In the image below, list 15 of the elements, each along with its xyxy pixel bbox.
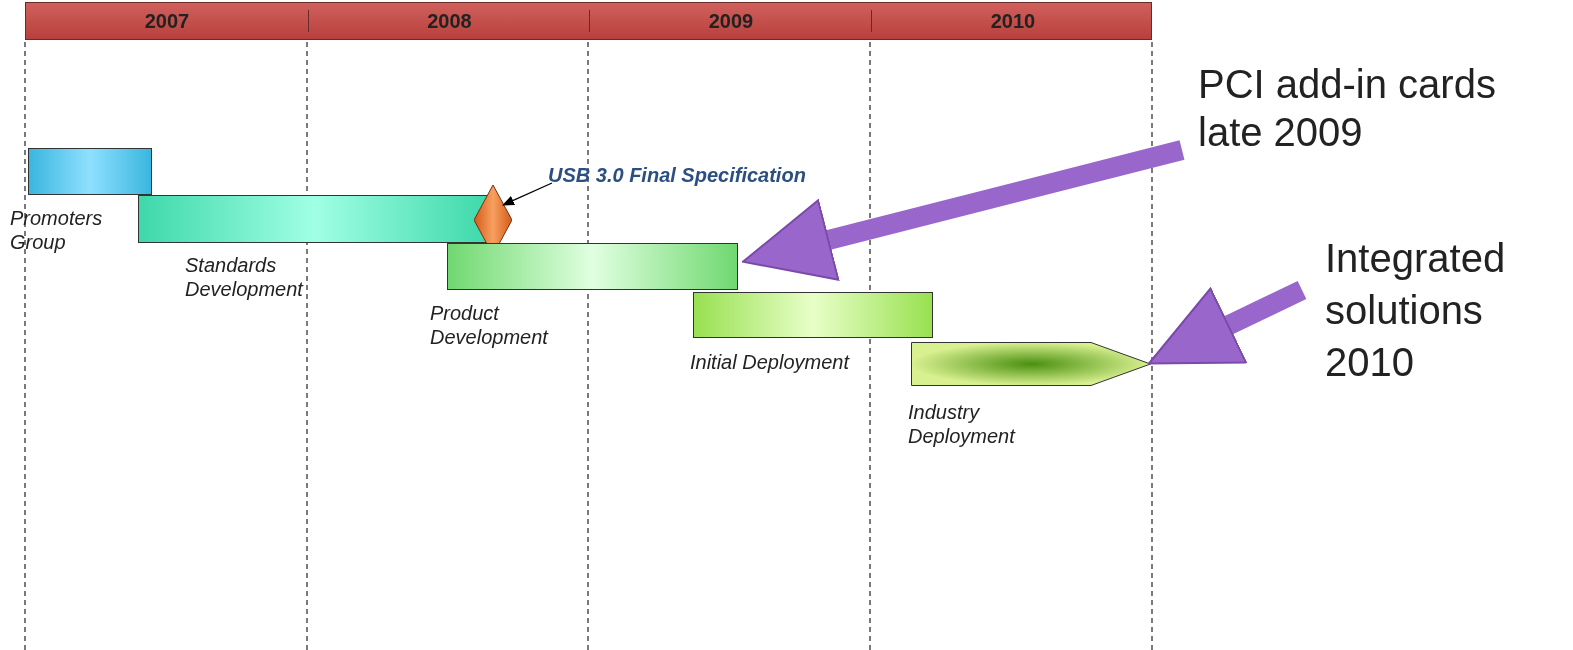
phase-label: Industry Deployment — [908, 400, 1017, 448]
year-label: 2010 — [871, 10, 1154, 32]
phase-label: Product Development — [430, 301, 550, 349]
phase-label: Promoters Group — [10, 206, 104, 254]
year-label: 2008 — [308, 10, 590, 32]
phase-label: Standards Development — [185, 253, 305, 301]
callout-text: USB 3.0 Final Specification — [548, 164, 888, 187]
callout-text: PCI add-in cards late 2009 — [1198, 60, 1538, 156]
callout-arrow — [741, 140, 1185, 281]
year-label: 2007 — [143, 10, 191, 32]
callout-text: Integrated solutions 2010 — [1325, 232, 1565, 388]
callout-arrow — [1147, 281, 1307, 365]
leader-arrow — [502, 182, 553, 206]
year-label: 2009 — [589, 10, 872, 32]
phase-label: Initial Deployment — [690, 350, 850, 374]
